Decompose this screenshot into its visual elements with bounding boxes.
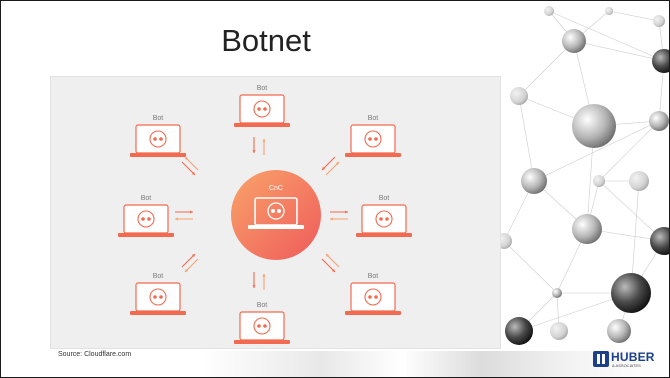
cnc-server: CnC <box>231 170 321 260</box>
bot-laptop-screen <box>361 204 407 234</box>
arrow-pair-left <box>175 210 193 221</box>
bot-laptop-screen <box>239 311 285 341</box>
footer-bar <box>1 351 669 377</box>
bot-face-icon <box>375 210 393 228</box>
network-background-graphic <box>499 6 669 345</box>
bot-face-icon <box>149 130 167 148</box>
bot-top-left: Bot <box>130 115 186 157</box>
bot-laptop-screen <box>123 204 169 234</box>
bot-label: Bot <box>257 302 268 309</box>
bot-label: Bot <box>153 273 164 280</box>
logo-mark-icon <box>593 351 609 367</box>
bot-laptop-base <box>345 311 401 315</box>
arrow-pair-top <box>252 137 266 155</box>
bot-bottom: Bot <box>234 302 290 344</box>
logo-name: HUBER <box>611 350 655 364</box>
bot-bottom-right: Bot <box>345 273 401 315</box>
bot-laptop-base <box>234 340 290 344</box>
slide-title: Botnet <box>221 23 311 58</box>
cnc-circle <box>231 170 321 260</box>
bot-label: Bot <box>257 85 268 92</box>
bot-face-icon <box>364 130 382 148</box>
bot-right: Bot <box>356 195 412 237</box>
cnc-bot-face-icon <box>267 202 285 220</box>
bot-bottom-left: Bot <box>130 273 186 315</box>
arrow-pair-bottom-left <box>181 253 199 273</box>
logo-subtitle: & ASSOCIATES <box>612 363 641 368</box>
bot-top: Bot <box>234 85 290 127</box>
bot-face-icon <box>253 100 271 118</box>
arrow-pair-top-right <box>321 156 340 176</box>
arrow-pair-bottom-right <box>321 253 340 273</box>
bot-laptop-base <box>130 311 186 315</box>
bot-laptop-base <box>356 233 412 237</box>
bot-label: Bot <box>379 195 390 202</box>
bot-left: Bot <box>118 195 174 237</box>
arrows-layer <box>175 137 348 290</box>
cnc-label: CnC <box>269 185 283 192</box>
bot-face-icon <box>137 210 155 228</box>
bot-label: Bot <box>153 115 164 122</box>
bot-laptop-base <box>118 233 174 237</box>
bot-face-icon <box>149 288 167 306</box>
bot-label: Bot <box>368 273 379 280</box>
source-caption: Source: Cloudflare.com <box>58 351 132 358</box>
arrow-pair-bottom <box>252 272 266 290</box>
bot-laptop-screen <box>350 282 396 312</box>
bot-laptop-base <box>345 153 401 157</box>
arrow-pair-top-left <box>181 156 199 176</box>
bot-laptop-screen <box>135 282 181 312</box>
bot-label: Bot <box>141 195 152 202</box>
bot-laptop-screen <box>350 124 396 154</box>
bot-laptop-base <box>130 153 186 157</box>
bot-label: Bot <box>368 115 379 122</box>
cnc-laptop-base <box>248 225 304 229</box>
bot-face-icon <box>253 317 271 335</box>
arrow-pair-right <box>330 210 348 221</box>
bot-laptop-base <box>234 123 290 127</box>
bot-laptop-screen <box>135 124 181 154</box>
bot-face-icon <box>364 288 382 306</box>
bot-laptop-screen <box>239 94 285 124</box>
bot-top-right: Bot <box>345 115 401 157</box>
